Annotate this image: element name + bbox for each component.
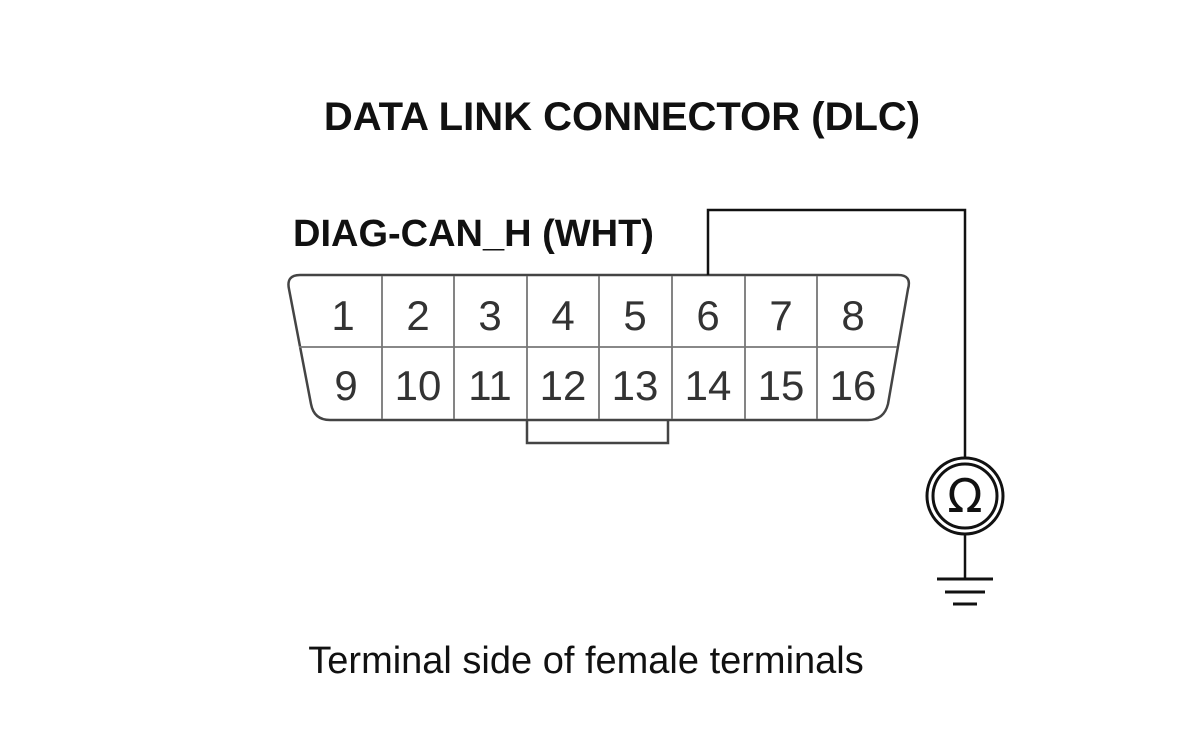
diagram-caption: Terminal side of female terminals (308, 640, 863, 682)
connector-key-tab (525, 420, 670, 445)
pin-15: 15 (758, 362, 805, 409)
diagram-title: DATA LINK CONNECTOR (DLC) (324, 95, 920, 139)
column-dividers (381, 276, 818, 419)
probe-wire (706, 208, 967, 458)
pin-11: 11 (468, 362, 512, 409)
ground-icon (937, 577, 993, 606)
pin-16: 16 (830, 362, 877, 409)
pin-2: 2 (406, 292, 429, 339)
pin-8: 8 (841, 292, 864, 339)
dlc-connector: 1 2 3 4 5 6 7 8 9 10 11 12 13 14 15 16 (287, 273, 911, 445)
pin-10: 10 (395, 362, 442, 409)
pin-14: 14 (685, 362, 732, 409)
pin-5: 5 (623, 292, 646, 339)
pin-1: 1 (331, 292, 354, 339)
pin-7: 7 (769, 292, 792, 339)
ohmmeter-icon: Ω (925, 456, 1005, 536)
terminal-label: DIAG-CAN_H (WHT) (293, 213, 654, 255)
pin-4: 4 (551, 292, 574, 339)
ohm-symbol: Ω (947, 469, 982, 523)
pin-row-bottom: 9 10 11 12 13 14 15 16 (334, 362, 876, 409)
connector-outline (287, 273, 911, 422)
pin-12: 12 (540, 362, 587, 409)
pin-9: 9 (334, 362, 357, 409)
pin-3: 3 (478, 292, 501, 339)
pin-row-top: 1 2 3 4 5 6 7 8 (331, 292, 864, 339)
pin-13: 13 (612, 362, 659, 409)
pin-6: 6 (696, 292, 719, 339)
